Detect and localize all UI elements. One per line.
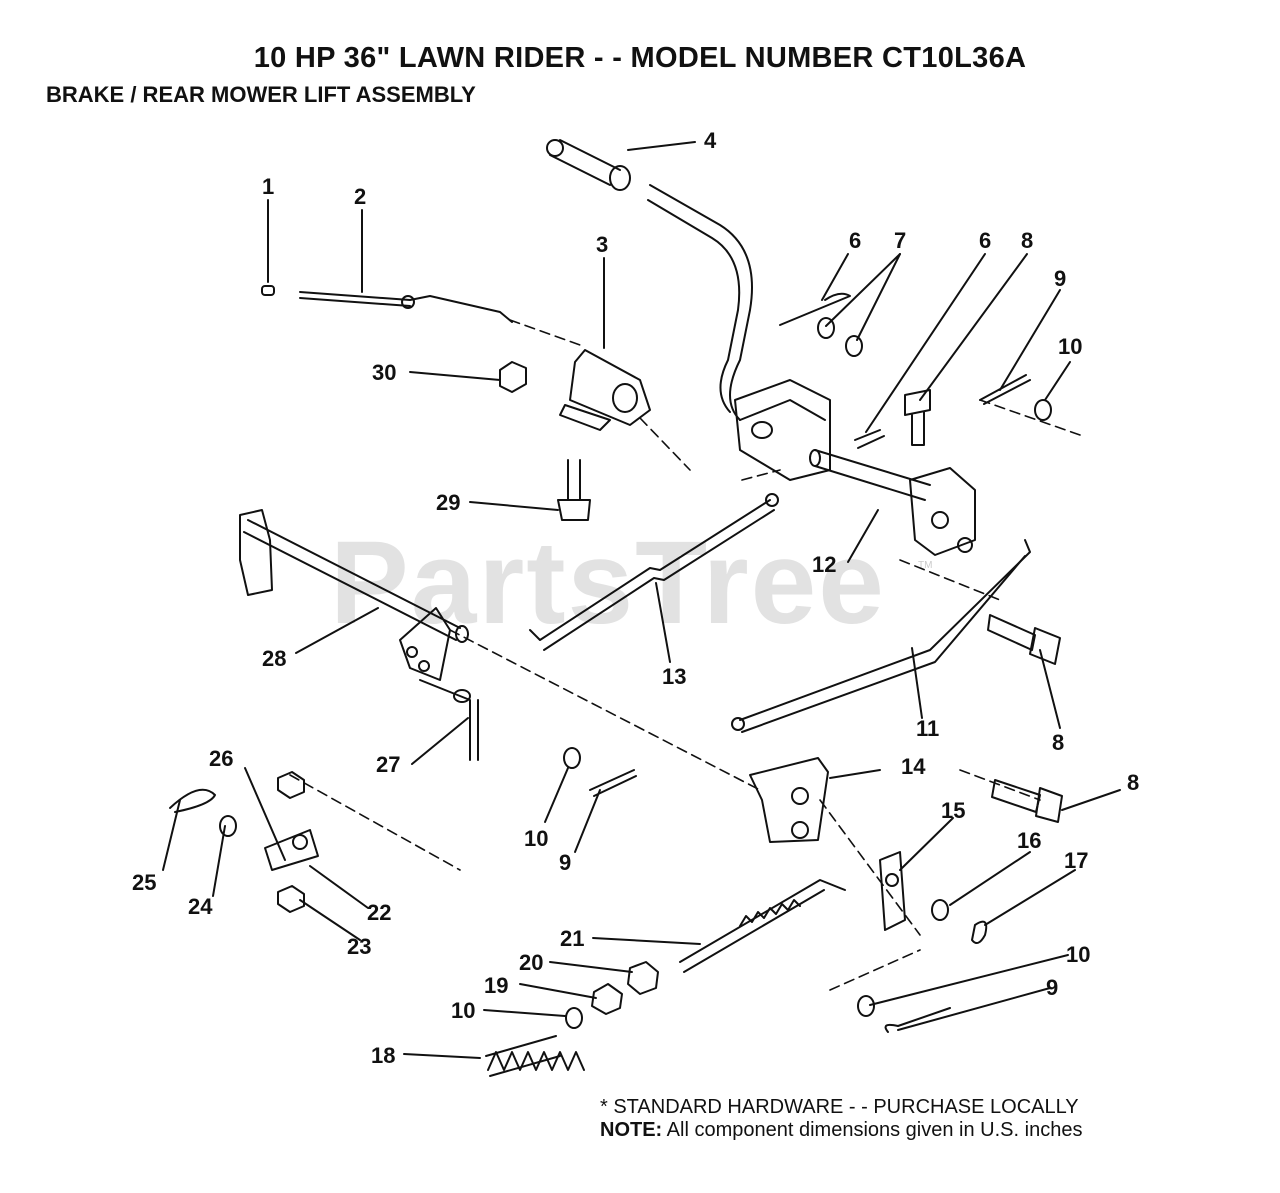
washer-24: [219, 815, 237, 837]
callout-18: 18: [371, 1043, 396, 1068]
washer-10-top: [1034, 399, 1052, 421]
washer-16: [931, 899, 949, 921]
callout-3: 3: [596, 232, 609, 257]
swivel-22: [264, 829, 319, 871]
callout-22: 22: [367, 900, 392, 925]
nut-19: [591, 983, 623, 1015]
callout-19: 19: [484, 973, 509, 998]
left-small-parts: [169, 771, 319, 913]
callout-16: 16: [1017, 828, 1042, 853]
callout-10c: 10: [451, 998, 476, 1023]
callout-13: 13: [662, 664, 687, 689]
clip-17: [971, 920, 988, 945]
bolt-8-low: [991, 779, 1063, 823]
callout-20: 20: [519, 950, 544, 975]
nut-23: [277, 885, 305, 913]
bolt-top: [904, 389, 931, 446]
shaft-block: [909, 467, 976, 556]
rear-lift-shaft: [239, 509, 469, 681]
callout-17: 17: [1064, 848, 1089, 873]
brake-rod: [299, 291, 513, 323]
washer-10-mid: [563, 747, 581, 769]
callout-7: 7: [894, 228, 907, 253]
plate-15: [879, 851, 906, 931]
spring-18: [485, 1035, 585, 1077]
callout-8b: 8: [1052, 730, 1065, 755]
dimensions-note: NOTE: All component dimensions given in …: [600, 1119, 1082, 1142]
eye-bolt-27: [419, 679, 479, 761]
callout-10b: 10: [524, 826, 549, 851]
cotter-pin-25: [169, 788, 216, 813]
callout-14: 14: [901, 754, 926, 779]
washer-7b: [845, 335, 863, 357]
cotter-pin-6: [779, 292, 851, 326]
callout-2: 2: [354, 184, 367, 209]
leader-lines: [162, 141, 1121, 1059]
callout-6a: 6: [849, 228, 862, 253]
callout-15: 15: [941, 798, 966, 823]
callout-6b: 6: [979, 228, 992, 253]
callout-4: 4: [704, 128, 717, 153]
pin-1: [261, 285, 275, 296]
cotter-pin-6b: [854, 429, 885, 449]
callout-21: 21: [560, 926, 585, 951]
callout-24: 24: [188, 894, 213, 919]
link-rod-13: [529, 493, 779, 651]
callout-1: 1: [262, 174, 275, 199]
rod-bracket: [559, 349, 651, 431]
callout-29: 29: [436, 490, 461, 515]
callout-11: 11: [916, 716, 940, 741]
washer-10-low: [857, 995, 875, 1017]
callout-26: 26: [209, 746, 234, 771]
dashed-guides: [289, 319, 1081, 991]
bolt-29: [557, 459, 591, 521]
nut-30: [499, 361, 527, 393]
parts-tree-watermark: PartsTree: [330, 517, 886, 649]
callout-10a: 10: [1058, 334, 1083, 359]
callout-30: 30: [372, 360, 397, 385]
callout-9a: 9: [1054, 266, 1067, 291]
assembly-subtitle: BRAKE / REAR MOWER LIFT ASSEMBLY: [46, 82, 476, 107]
nut-20: [627, 961, 659, 995]
callout-9b: 9: [559, 850, 572, 875]
callout-8a: 8: [1021, 228, 1034, 253]
mount-bracket-14: [749, 757, 829, 843]
note-text: All component dimensions given in U.S. i…: [666, 1119, 1083, 1141]
callout-10d: 10: [1066, 942, 1091, 967]
callout-27: 27: [376, 752, 401, 777]
threaded-rod-21: [679, 879, 846, 973]
callout-23: 23: [347, 934, 372, 959]
watermark-tm: TM: [918, 560, 933, 571]
callout-9c: 9: [1046, 975, 1059, 1000]
callout-12: 12: [812, 552, 837, 577]
page-title: 10 HP 36" LAWN RIDER - - MODEL NUMBER CT…: [253, 42, 1027, 74]
callout-28: 28: [262, 646, 287, 671]
standard-hardware-note: * STANDARD HARDWARE - - PURCHASE LOCALLY: [600, 1096, 1079, 1118]
callout-25: 25: [132, 870, 157, 895]
cotter-pin-9: [979, 374, 1031, 405]
callout-8c: 8: [1127, 770, 1140, 795]
brake-lever-handle: [546, 139, 753, 421]
washer-10: [565, 1007, 583, 1029]
bolt-8-mid: [987, 614, 1061, 665]
nut-26: [277, 771, 305, 799]
washer-7a: [817, 317, 835, 339]
cotter-pin-9-mid: [589, 769, 637, 797]
note-label: NOTE:: [600, 1119, 663, 1141]
cotter-pin-9-low: [884, 1007, 951, 1033]
lift-rod-11: [731, 539, 1031, 733]
